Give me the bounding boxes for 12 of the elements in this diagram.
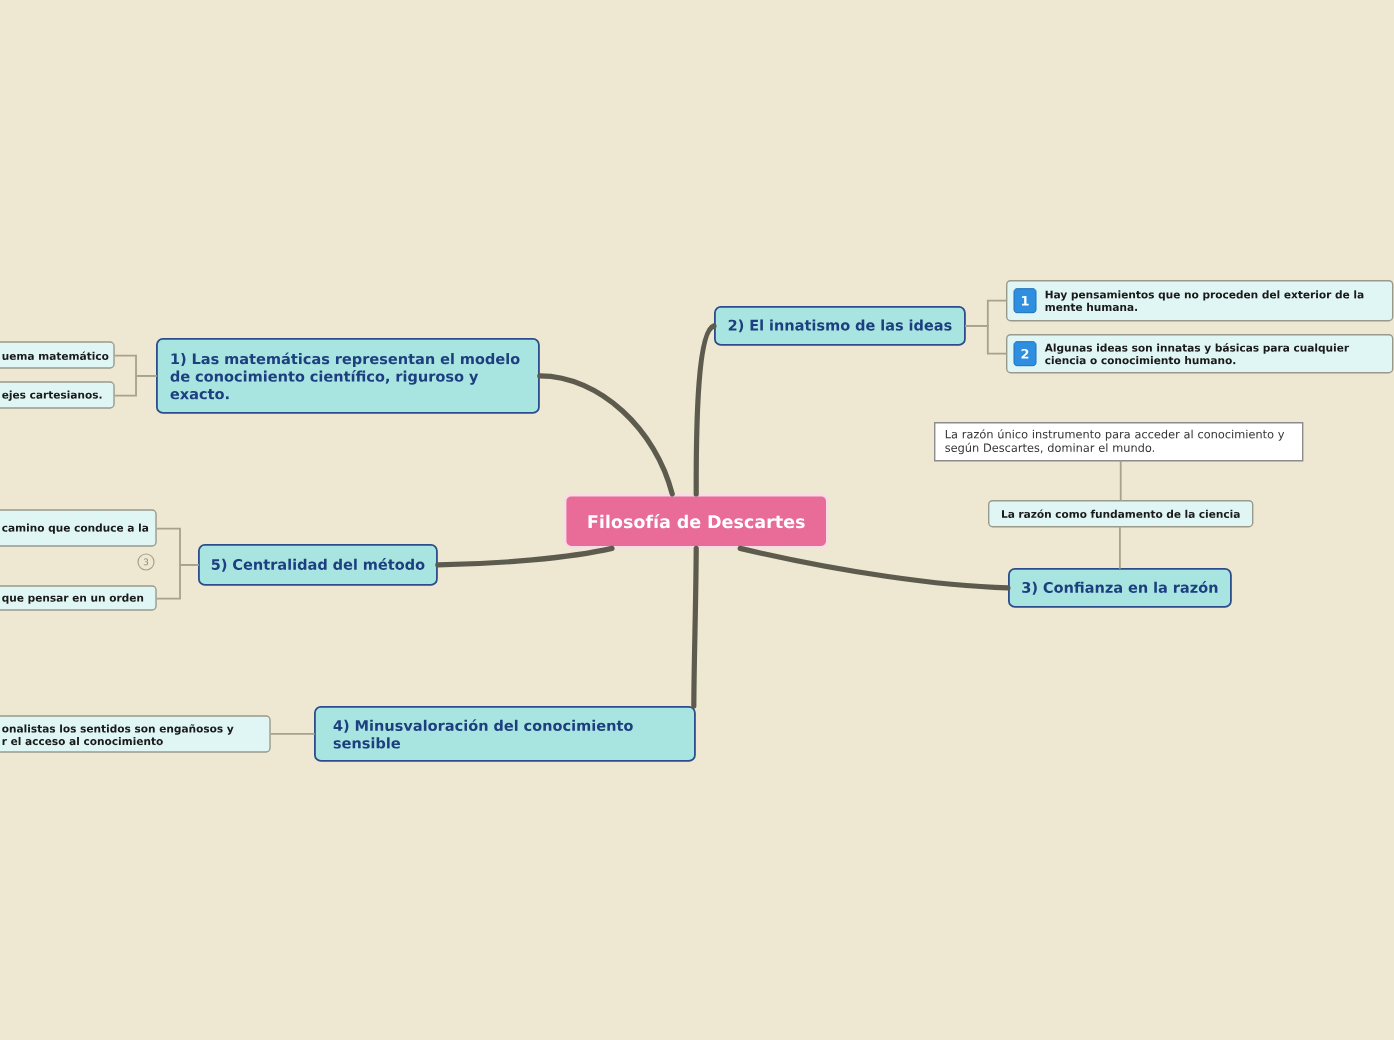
connector-line (270, 733, 315, 735)
connector-line (964, 325, 1007, 355)
connector-line (114, 375, 157, 397)
branch-line (537, 373, 675, 497)
connector-line (1119, 526, 1121, 569)
connector-line (1119, 460, 1122, 501)
connector-line (156, 564, 199, 600)
branch-line (693, 323, 717, 497)
branch-line (737, 545, 1011, 591)
central-topic-box: Filosofía de Descartes (564, 494, 829, 549)
branch-line (435, 545, 615, 568)
branch-line (691, 545, 699, 709)
